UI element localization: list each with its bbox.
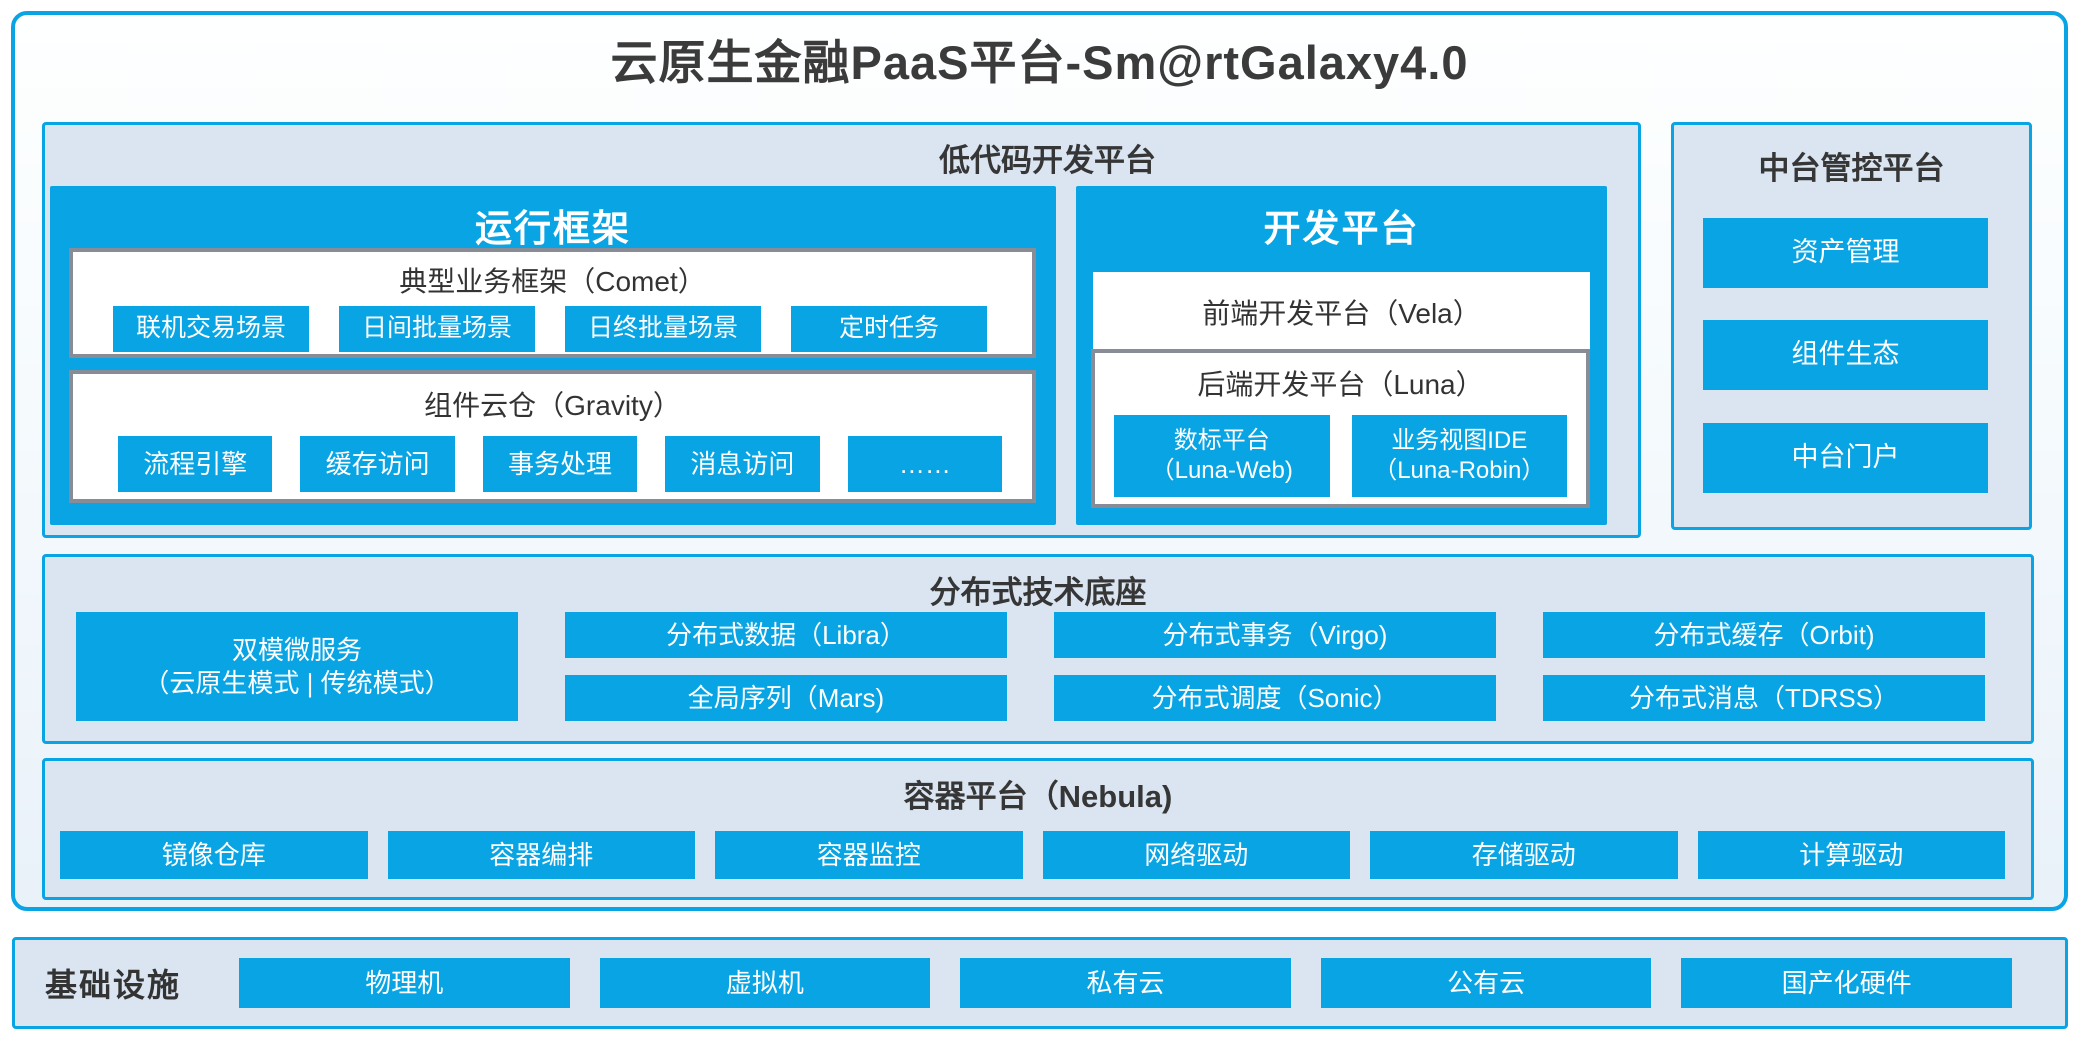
dual-mode-line2: （云原生模式 | 传统模式）: [143, 667, 451, 698]
page-title: 云原生金融PaaS平台-Sm@rtGalaxy4.0: [610, 36, 1469, 89]
section-mid-platform: 中台管控平台 资产管理 组件生态 中台门户: [1671, 122, 2032, 530]
distributed-item-chip: 全局序列（Mars): [565, 675, 1007, 721]
luna-item-chip: 数标平台 （Luna-Web): [1114, 415, 1330, 497]
container-item-chip: 容器监控: [715, 831, 1023, 879]
section-container-platform: 容器平台（Nebula) 镜像仓库 容器编排 容器监控 网络驱动 存储驱动 计算…: [42, 758, 2034, 900]
distributed-item-chip: 分布式事务（Virgo): [1054, 612, 1496, 658]
luna-item-line2: （Luna-Robin）: [1373, 457, 1546, 484]
infrastructure-item-chip: 物理机: [239, 958, 570, 1008]
dual-mode-microservice-chip: 双模微服务 （云原生模式 | 传统模式）: [76, 612, 518, 721]
luna-item-line1: 业务视图IDE: [1391, 427, 1528, 454]
comet-item-chip: 定时任务: [791, 306, 987, 352]
luna-item-chip: 业务视图IDE （Luna-Robin）: [1351, 415, 1567, 497]
comet-item-chip: 日间批量场景: [339, 306, 535, 352]
container-item-chip: 容器编排: [387, 831, 695, 879]
section-container-title: 容器平台（Nebula): [903, 779, 1173, 814]
comet-items-row: 联机交易场景 日间批量场景 日终批量场景 定时任务: [113, 306, 987, 352]
section-distributed-title: 分布式技术底座: [929, 575, 1147, 610]
panel-dev-platform: 开发平台 前端开发平台（Vela） 后端开发平台（Luna） 数标平台 （Lun…: [1076, 186, 1607, 525]
panel-dev-title: 开发平台: [1263, 208, 1420, 249]
infrastructure-item-chip: 公有云: [1320, 958, 1652, 1008]
luna-item-line2: （Luna-Web): [1150, 457, 1293, 484]
luna-items-row: 数标平台 （Luna-Web) 业务视图IDE （Luna-Robin）: [1114, 415, 1567, 497]
luna-item-line1: 数标平台: [1173, 427, 1270, 454]
section-infrastructure: 基础设施 物理机 虚拟机 私有云 公有云 国产化硬件: [12, 937, 2068, 1029]
container-item-chip: 网络驱动: [1042, 831, 1350, 879]
box-luna: 后端开发平台（Luna） 数标平台 （Luna-Web) 业务视图IDE （Lu…: [1091, 349, 1590, 508]
gravity-item-chip: 缓存访问: [300, 436, 455, 492]
mid-platform-item-chip: 组件生态: [1703, 320, 1988, 390]
section-mid-platform-title: 中台管控平台: [1758, 151, 1945, 186]
box-luna-title: 后端开发平台（Luna）: [1197, 369, 1484, 400]
gravity-item-chip: 流程引擎: [118, 436, 273, 492]
section-low-code-title: 低代码开发平台: [939, 143, 1156, 178]
section-infrastructure-title: 基础设施: [45, 967, 182, 1003]
mid-platform-item-chip: 中台门户: [1703, 423, 1988, 493]
infrastructure-items-row: 物理机 虚拟机 私有云 公有云 国产化硬件: [239, 958, 2012, 1008]
container-item-chip: 镜像仓库: [60, 831, 368, 879]
box-gravity-title: 组件云仓（Gravity）: [424, 390, 681, 421]
distributed-item-chip: 分布式缓存（Orbit): [1543, 612, 1985, 658]
comet-item-chip: 联机交易场景: [113, 306, 309, 352]
box-comet-title: 典型业务框架（Comet）: [399, 266, 706, 297]
container-item-chip: 计算驱动: [1697, 831, 2005, 879]
box-gravity: 组件云仓（Gravity） 流程引擎 缓存访问 事务处理 消息访问 ……: [69, 370, 1036, 503]
gravity-items-row: 流程引擎 缓存访问 事务处理 消息访问 ……: [118, 436, 1003, 492]
distributed-item-chip: 分布式消息（TDRSS）: [1543, 675, 1985, 721]
container-item-chip: 存储驱动: [1370, 831, 1678, 879]
box-vela-label: 前端开发平台（Vela）: [1202, 298, 1481, 329]
infrastructure-item-chip: 国产化硬件: [1681, 958, 2012, 1008]
infrastructure-item-chip: 虚拟机: [599, 958, 931, 1008]
distributed-item-chip: 分布式数据（Libra）: [565, 612, 1007, 658]
container-items-row: 镜像仓库 容器编排 容器监控 网络驱动 存储驱动 计算驱动: [60, 831, 2005, 879]
mid-platform-item-chip: 资产管理: [1703, 218, 1988, 288]
panel-runtime-title: 运行框架: [475, 208, 631, 249]
gravity-item-chip: ……: [847, 436, 1003, 492]
section-distributed: 分布式技术底座 双模微服务 （云原生模式 | 传统模式） 分布式数据（Libra…: [42, 554, 2034, 744]
infrastructure-item-chip: 私有云: [960, 958, 1291, 1008]
dual-mode-line1: 双模微服务: [231, 635, 362, 665]
comet-item-chip: 日终批量场景: [565, 306, 761, 352]
distributed-item-chip: 分布式调度（Sonic）: [1054, 675, 1496, 721]
panel-runtime-framework: 运行框架 典型业务框架（Comet） 联机交易场景 日间批量场景 日终批量场景 …: [50, 186, 1056, 525]
box-comet: 典型业务框架（Comet） 联机交易场景 日间批量场景 日终批量场景 定时任务: [69, 248, 1036, 358]
gravity-item-chip: 消息访问: [665, 436, 820, 492]
gravity-item-chip: 事务处理: [482, 436, 638, 492]
box-vela: 前端开发平台（Vela）: [1093, 272, 1590, 352]
